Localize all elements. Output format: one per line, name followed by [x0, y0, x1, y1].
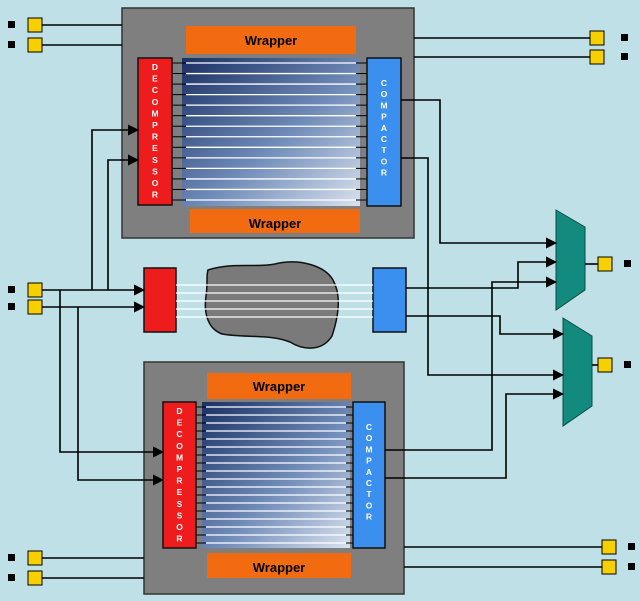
bottom-scan-chains	[202, 402, 350, 548]
output-pin-icon	[621, 53, 628, 60]
pins	[8, 17, 635, 586]
top-wrapper-top: Wrapper	[186, 26, 356, 54]
output-pin-icon	[589, 49, 605, 65]
middle-logic	[143, 261, 407, 349]
input-pin-icon	[27, 550, 43, 566]
output-pin-icon	[624, 260, 631, 267]
bottom-scan-chain-lines	[196, 406, 353, 544]
middle-scan-lines	[176, 284, 373, 318]
top-scan-chain-lines	[172, 62, 367, 201]
bottom-wrapper-bottom-label: Wrapper	[253, 560, 306, 575]
output-pin-icon	[628, 563, 635, 570]
input-pin-icon	[8, 574, 15, 581]
output-pin-icon	[621, 34, 628, 41]
wires	[42, 24, 602, 579]
input-pin-icon	[27, 570, 43, 586]
logic-cloud-icon	[204, 261, 339, 349]
output-pin-icon	[628, 543, 635, 550]
input-pin-icon	[27, 299, 43, 315]
input-pin-icon	[27, 17, 43, 33]
multiplexer-icon	[562, 317, 593, 427]
output-pin-icon	[589, 30, 605, 46]
multiplexer-icon	[555, 209, 586, 311]
top-wrapper-top-label: Wrapper	[245, 33, 298, 48]
top-wrapper-bottom: Wrapper	[190, 209, 360, 233]
input-pin-icon	[27, 37, 43, 53]
bottom-wrapper-bottom: Wrapper	[207, 553, 351, 578]
output-pin-icon	[597, 357, 613, 373]
middle-decompressor	[143, 267, 177, 333]
input-pin-icon	[27, 282, 43, 298]
input-pin-icon	[8, 554, 15, 561]
input-pin-icon	[8, 286, 15, 293]
input-pin-icon	[8, 21, 15, 28]
output-pin-icon	[624, 361, 631, 368]
output-pin-icon	[597, 256, 613, 272]
middle-compactor	[372, 267, 407, 333]
bottom-wrapper-top-label: Wrapper	[253, 379, 306, 394]
output-pin-icon	[601, 539, 617, 555]
input-pin-icon	[8, 303, 15, 310]
top-scan-chains	[182, 58, 360, 206]
bottom-wrapper-top: Wrapper	[207, 373, 351, 399]
output-pin-icon	[601, 559, 617, 575]
top-wrapper-bottom-label: Wrapper	[249, 216, 302, 231]
input-pin-icon	[8, 41, 15, 48]
